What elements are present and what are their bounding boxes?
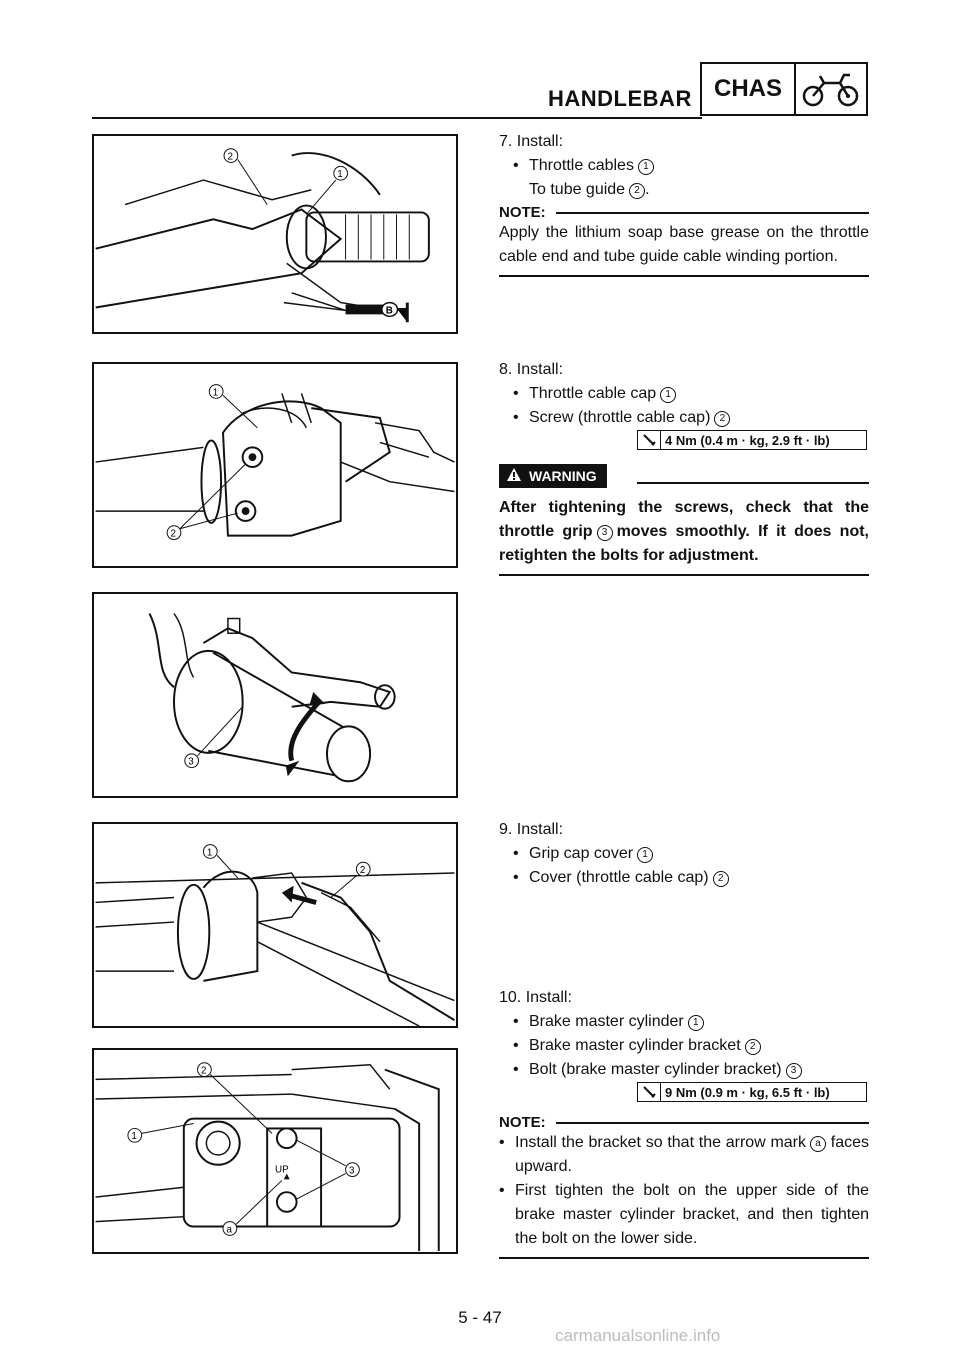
warning-icon — [507, 468, 521, 484]
chapter-badge: CHAS — [700, 62, 868, 116]
note-text: Apply the lithium soap base grease on th… — [499, 224, 869, 265]
step-7-heading: 7. Install: — [499, 133, 564, 150]
figure-throttle-grip: 3 — [92, 592, 458, 798]
callout-3: 3 — [785, 1063, 802, 1079]
fig5-callout-1: 1 — [131, 1131, 136, 1142]
fig1-callout-1: 1 — [337, 169, 342, 180]
warning-badge: WARNING — [499, 464, 607, 488]
note-end-rule — [499, 275, 869, 277]
torque-value: 4 Nm (0.4 m · kg, 2.9 ft · lb) — [665, 432, 830, 448]
chapter-code: CHAS — [702, 64, 796, 114]
fig4-callout-2: 2 — [360, 865, 365, 876]
fig5-stamp: UP — [275, 1165, 289, 1176]
figure-grip-cap-cover: 1 2 — [92, 822, 458, 1028]
figure-brake-master-cylinder: UP 2 1 3 a — [92, 1048, 458, 1254]
warning-end-rule — [499, 574, 869, 576]
fig3-callout-3: 3 — [188, 757, 194, 768]
note-end-rule — [499, 1257, 869, 1259]
callout-a: a — [810, 1136, 827, 1152]
step-8-item: Screw (throttle cable cap)2 — [513, 406, 869, 430]
fig5-callout-3: 3 — [349, 1166, 355, 1177]
callout-2: 2 — [714, 411, 731, 427]
wrench-icon — [638, 1083, 661, 1101]
wrench-icon — [638, 431, 661, 449]
note-item: First tighten the bolt on the upper side… — [499, 1179, 869, 1251]
step-8-heading: 8. Install: — [499, 361, 564, 378]
step-10-heading: 10. Install: — [499, 989, 572, 1006]
callout-1: 1 — [637, 159, 654, 175]
torque-spec-10: 9 Nm (0.9 m · kg, 6.5 ft · lb) — [637, 1082, 867, 1102]
step-10-note: NOTE: Install the bracket so that the ar… — [499, 1114, 869, 1259]
callout-1: 1 — [687, 1015, 704, 1031]
step-9-item: Cover (throttle cable cap)2 — [513, 866, 869, 890]
fig4-callout-1: 1 — [207, 847, 212, 858]
callout-1: 1 — [660, 387, 677, 403]
callout-2: 2 — [629, 183, 646, 199]
note-header: NOTE: — [499, 204, 869, 221]
fig2-callout-2: 2 — [171, 529, 176, 540]
torque-spec-8: 4 Nm (0.4 m · kg, 2.9 ft · lb) — [637, 430, 867, 450]
callout-2: 2 — [744, 1039, 761, 1055]
fig2-callout-1: 1 — [213, 387, 218, 398]
fig1-callout-2: 2 — [227, 152, 232, 163]
step-9-heading: 9. Install: — [499, 821, 564, 838]
section-title: HANDLEBAR — [548, 86, 692, 111]
watermark: carmanualsonline.info — [555, 1326, 721, 1345]
note-header: NOTE: — [499, 1114, 869, 1131]
figure-throttle-cables: B 2 1 — [92, 134, 458, 334]
torque-value: 9 Nm (0.9 m · kg, 6.5 ft · lb) — [665, 1084, 830, 1100]
motorcycle-icon — [796, 64, 866, 114]
callout-2: 2 — [712, 871, 729, 887]
step-10-item: Bolt (brake master cylinder bracket)3 — [513, 1058, 869, 1082]
fig5-callout-a: a — [226, 1224, 232, 1235]
header-rule — [92, 117, 702, 119]
note-item: Install the bracket so that the arrow ma… — [499, 1131, 869, 1179]
grease-mark-label: B — [386, 305, 393, 316]
fig5-callout-2: 2 — [201, 1066, 206, 1077]
warning-text: After tightening the screws, check that … — [499, 499, 870, 564]
step-8-warning: WARNING After tightening the screws, che… — [499, 464, 869, 576]
callout-3: 3 — [596, 525, 613, 541]
page-number: 5 - 47 — [458, 1308, 502, 1327]
step-7-note: NOTE: Apply the lithium soap base grease… — [499, 204, 869, 277]
figure-throttle-cable-cap: 1 2 — [92, 362, 458, 568]
callout-1: 1 — [637, 847, 654, 863]
